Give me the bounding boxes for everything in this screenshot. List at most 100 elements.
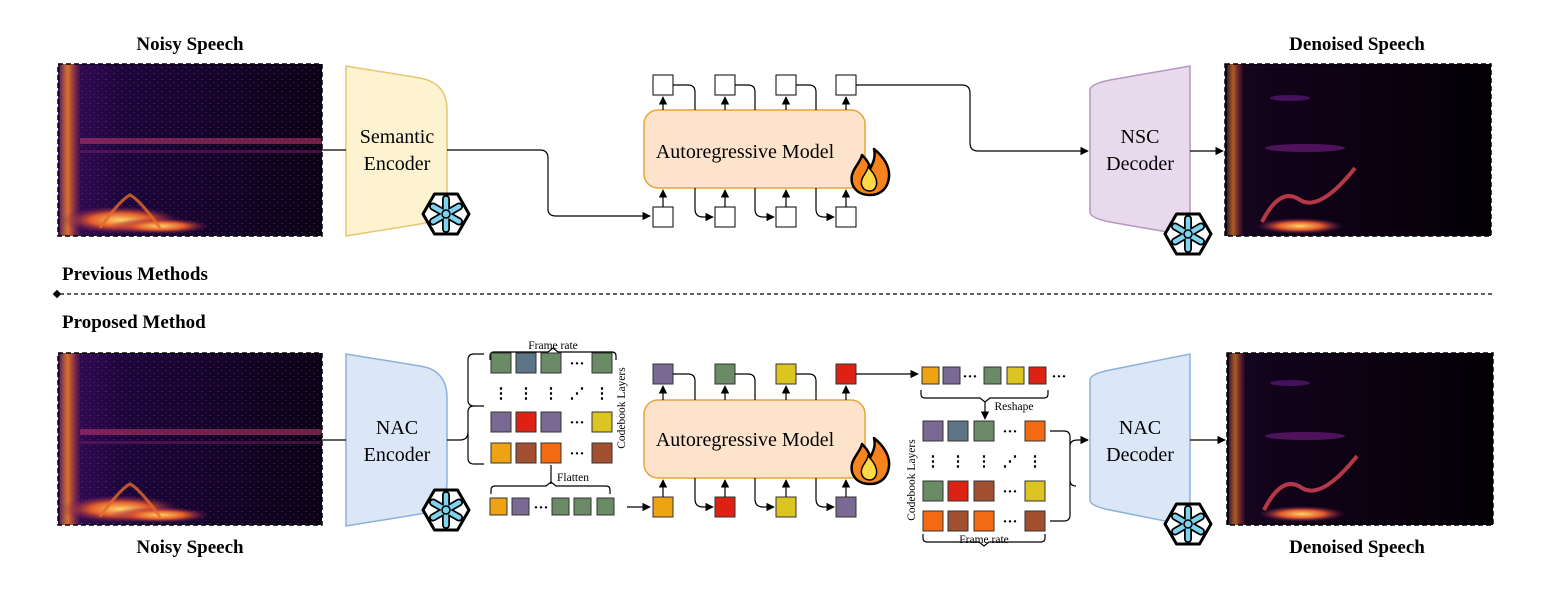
svg-text:···: ···	[1002, 424, 1017, 440]
svg-text:⋮: ⋮	[519, 386, 534, 402]
proposed-method-label: Proposed Method	[62, 312, 206, 333]
bottom-output-token	[835, 363, 857, 385]
codebook-matrix-dots: ··· ··· ··· ⋮ ⋮ ⋮ ⋰ ⋮	[494, 356, 610, 462]
bottom-input-token	[714, 496, 736, 518]
flatten-label: Flatten	[557, 472, 589, 484]
codebook-token	[947, 420, 969, 442]
codebook-token	[947, 480, 969, 502]
nac-decoder-block	[1089, 353, 1191, 527]
codebook-token	[540, 411, 562, 433]
codebook-token	[973, 510, 995, 532]
flattened-token	[573, 497, 592, 516]
bottom-output-token	[775, 363, 797, 385]
frame-rate-brace	[489, 347, 617, 360]
frame-rate-label-bottom: Frame rate	[959, 534, 1009, 546]
top-denoised-spectrogram	[1224, 63, 1492, 237]
frame-rate-label-top: Frame rate	[528, 340, 578, 352]
codebook-token	[515, 352, 537, 374]
top-output-token	[714, 74, 736, 96]
codebook-token	[973, 480, 995, 502]
svg-text:⋮: ⋮	[926, 454, 941, 470]
codebook-token	[922, 510, 944, 532]
codebook-token	[515, 411, 537, 433]
semantic-encoder-label-2: Encoder	[364, 153, 431, 175]
frame-rate-brace-bottom	[922, 534, 1046, 547]
snowflake-icon	[1165, 504, 1211, 544]
bottom-input-token	[835, 496, 857, 518]
arrow	[856, 84, 1089, 156]
codebook-token	[947, 510, 969, 532]
top-output-label: Denoised Speech	[1289, 34, 1425, 55]
reshaped-matrix	[922, 420, 1046, 532]
codebook-token	[1024, 420, 1046, 442]
svg-text:···: ···	[1002, 484, 1017, 500]
bottom-input-token	[775, 496, 797, 518]
codebook-token	[515, 442, 537, 464]
snowflake-icon	[423, 490, 469, 530]
decoder-brace	[1050, 430, 1088, 522]
top-input-token	[652, 206, 674, 228]
top-output-token	[835, 74, 857, 96]
semantic-encoder-label-1: Semantic	[360, 126, 435, 148]
nac-decoder-label-1: NAC	[1119, 417, 1161, 439]
output-flattened-sequence: ··· ···	[921, 366, 1067, 385]
svg-text:⋮: ⋮	[951, 454, 966, 470]
arrow	[447, 149, 651, 221]
codebook-token	[540, 442, 562, 464]
flattened-token	[942, 366, 961, 385]
codebook-token	[922, 480, 944, 502]
flattened-token	[551, 497, 570, 516]
top-output-token	[775, 74, 797, 96]
codebook-token	[591, 411, 613, 433]
codebook-matrix	[490, 352, 613, 464]
flattened-token	[983, 366, 1002, 385]
snowflake-icon	[1165, 214, 1211, 254]
top-input-token	[714, 206, 736, 228]
codebook-token	[973, 420, 995, 442]
codebook-token	[591, 352, 613, 374]
svg-text:···: ···	[533, 500, 548, 516]
svg-text:···: ···	[962, 369, 977, 385]
codebook-token	[922, 420, 944, 442]
top-ar-model-label: Autoregressive Model	[656, 141, 835, 163]
reshaped-matrix-dots: ··· ··· ··· ⋮ ⋮ ⋮ ⋰ ⋮	[926, 424, 1043, 530]
divider-marker	[52, 289, 62, 299]
nac-encoder-label-1: NAC	[376, 417, 418, 439]
top-output-token	[652, 74, 674, 96]
encoder-brace	[447, 353, 484, 465]
bottom-input-label: Noisy Speech	[136, 537, 244, 558]
bottom-ar-arrows	[658, 373, 851, 512]
codebook-token	[490, 442, 512, 464]
bottom-ar-model-label: Autoregressive Model	[656, 429, 835, 451]
top-noisy-spectrogram	[57, 63, 323, 237]
svg-text:⋮: ⋮	[595, 386, 610, 402]
snowflake-icon	[423, 194, 469, 234]
nsc-decoder-block	[1089, 65, 1191, 237]
svg-text:···: ···	[569, 415, 584, 431]
flattened-token	[489, 497, 508, 516]
svg-text:⋰: ⋰	[570, 386, 585, 402]
svg-text:⋮: ⋮	[544, 386, 559, 402]
top-input-label: Noisy Speech	[136, 34, 244, 55]
svg-text:···: ···	[1051, 369, 1066, 385]
top-ar-arrows	[658, 84, 851, 222]
previous-methods-label: Previous Methods	[62, 264, 208, 285]
flattened-sequence: ···	[489, 497, 615, 516]
flattened-token	[921, 366, 940, 385]
bottom-output-label: Denoised Speech	[1289, 537, 1425, 558]
codebook-token	[1024, 480, 1046, 502]
codebook-token	[540, 352, 562, 374]
svg-text:⋮: ⋮	[977, 454, 992, 470]
flattened-token	[1028, 366, 1047, 385]
codebook-token	[490, 352, 512, 374]
codebook-token	[490, 411, 512, 433]
bottom-noisy-spectrogram	[57, 352, 323, 526]
codebook-layers-label-left: Codebook Layers	[616, 367, 628, 449]
flattened-token	[1006, 366, 1025, 385]
svg-text:···: ···	[569, 356, 584, 372]
bottom-denoised-spectrogram	[1226, 352, 1494, 526]
bottom-output-token	[714, 363, 736, 385]
top-input-token	[775, 206, 797, 228]
nsc-decoder-label-1: NSC	[1121, 126, 1160, 148]
